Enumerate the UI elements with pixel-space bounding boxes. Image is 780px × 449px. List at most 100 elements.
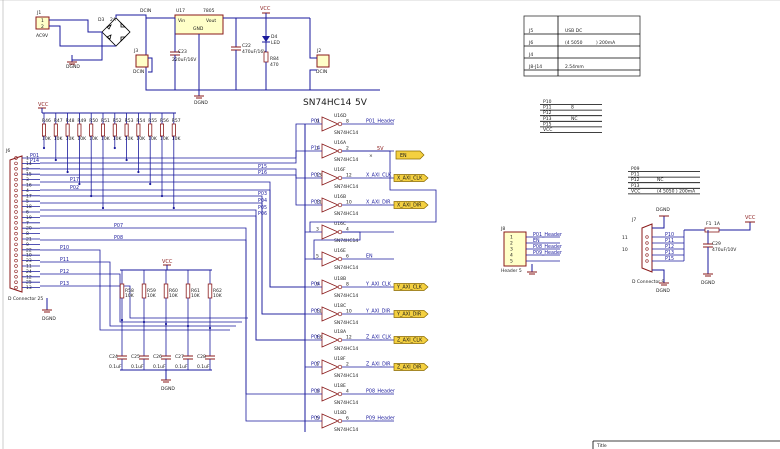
r84-resistor[interactable] <box>263 51 269 63</box>
hc14-in-net: P01 <box>311 119 320 125</box>
db25-pin <box>14 194 18 198</box>
pullup-resistor[interactable] <box>207 283 213 299</box>
fuse-f1[interactable] <box>704 227 720 233</box>
rarray-resistor[interactable] <box>42 123 47 137</box>
db25-pin-num: 18 <box>26 204 32 210</box>
cap-ref: C26 <box>153 354 162 360</box>
rarray-resistor[interactable] <box>148 123 153 137</box>
hc14-unit: U18F <box>334 356 346 362</box>
bus-net-label: P06 <box>258 211 267 217</box>
hc14-out-flag[interactable] <box>393 310 429 318</box>
bus-wire-lower <box>40 249 230 331</box>
wire-dcin <box>115 14 380 91</box>
hc14-buffer[interactable] <box>321 279 339 295</box>
en-flag-label: EN <box>400 153 407 159</box>
hc14-pin-out: 6 <box>346 254 349 260</box>
db9-side-pin-2: 10 <box>622 247 628 253</box>
hc14-pin-in: 3 <box>316 389 319 395</box>
hc14-pin-out: 4 <box>346 389 349 395</box>
db25-connector[interactable] <box>9 155 23 293</box>
hc14-buffer[interactable] <box>321 197 339 213</box>
j1-pin2: 2 <box>41 24 44 30</box>
hc14-buffer[interactable] <box>321 386 339 402</box>
db9-bottom-wire <box>652 269 665 283</box>
bridge-rectifier[interactable] <box>101 17 131 47</box>
rarray-val: 10K <box>42 136 52 142</box>
db9-connector[interactable] <box>641 223 653 273</box>
hc14-out-flag[interactable] <box>393 174 429 182</box>
bus-net-label: P10 <box>60 245 69 251</box>
junction-dot <box>101 206 105 210</box>
j3-connector[interactable] <box>135 54 149 68</box>
hc14-buffer[interactable] <box>321 413 339 429</box>
rarray-resistor[interactable] <box>124 123 129 137</box>
header5-connector[interactable] <box>503 231 527 267</box>
pullup-resistor[interactable] <box>163 283 169 299</box>
bus-net-label: P03 <box>258 191 267 197</box>
en-flag[interactable] <box>395 150 425 160</box>
db25-pin-num: 5 <box>26 199 29 205</box>
rarray-resistor[interactable] <box>65 123 70 137</box>
j2-connector[interactable] <box>316 54 330 68</box>
j1-connector[interactable] <box>35 16 50 30</box>
table3-cell: P09 <box>631 166 640 172</box>
hc14-out-flag[interactable] <box>393 283 429 291</box>
hc14-pin-out: 12 <box>346 335 352 341</box>
pullup-resistor[interactable] <box>185 283 191 299</box>
db9-net: P10 <box>665 232 674 238</box>
db25-pin <box>14 199 18 203</box>
hc14-out-flag[interactable] <box>393 201 429 209</box>
rarray-resistor[interactable] <box>112 123 117 137</box>
hc14-out-net: Y_AXI_CLK <box>365 282 392 288</box>
db9-pin <box>645 253 649 257</box>
cap-ref: C28 <box>197 354 206 360</box>
led-d4 <box>262 36 270 42</box>
hc14-buffer[interactable] <box>321 170 339 186</box>
hc14-buffer[interactable] <box>321 332 339 348</box>
hc14-buffer[interactable] <box>321 224 339 240</box>
hc14-out-flag[interactable] <box>393 336 429 344</box>
db25-pin-num: 22 <box>26 247 32 253</box>
c29-val: 470uF/10V <box>712 247 737 253</box>
rarray-resistor[interactable] <box>77 123 82 137</box>
reg-vout: Vout <box>206 18 216 24</box>
j2-ref: J2 <box>316 48 321 54</box>
cap-val: 0.1uF <box>109 364 122 370</box>
rarray-val: 10K <box>66 136 76 142</box>
rarray-ref: R56 <box>160 118 169 124</box>
db25-pin <box>14 253 18 257</box>
rarray-ref: R51 <box>101 118 110 124</box>
reg-gnd: GND <box>193 26 204 32</box>
rarray-resistor[interactable] <box>159 123 164 137</box>
db9-pin <box>645 259 649 263</box>
junction-dot <box>54 158 57 162</box>
hc14-out-net: Z_AXI_CLK <box>366 335 392 341</box>
db25-pin <box>14 226 18 230</box>
j3-ref: J3 <box>133 48 138 54</box>
db25-pin-num: 1 <box>26 156 29 162</box>
rarray-resistor[interactable] <box>101 123 106 137</box>
hc14-buffer[interactable] <box>321 251 339 267</box>
db9-name: D Connector 9 <box>632 279 665 285</box>
hc14-inverter-bubble <box>337 284 343 290</box>
pullup-resistor[interactable] <box>141 283 147 299</box>
db9-pin <box>645 241 649 245</box>
hc14-buffer[interactable] <box>321 143 339 159</box>
h5-name: Header 5 <box>501 268 522 274</box>
pullup-resistor[interactable] <box>119 283 125 299</box>
hc14-unit: U16E <box>334 248 346 254</box>
hc14-buffer[interactable] <box>321 359 339 375</box>
hc14-out-flag[interactable] <box>393 363 429 371</box>
table2-cell: P10 <box>543 99 552 105</box>
rarray-resistor[interactable] <box>136 123 141 137</box>
rarray-resistor[interactable] <box>89 123 94 137</box>
j3-name: DCIN <box>133 69 144 75</box>
rarray-resistor[interactable] <box>171 123 176 137</box>
hc14-buffer[interactable] <box>321 306 339 322</box>
rarray-resistor[interactable] <box>53 123 58 137</box>
hc14-buffer[interactable] <box>321 116 339 132</box>
